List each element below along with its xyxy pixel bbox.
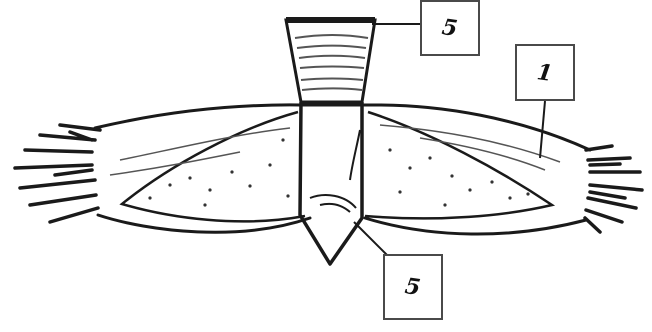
callout-box-bottom: 5 (383, 254, 443, 320)
callout-box-top: 5 (420, 0, 480, 56)
right-feather-tips (585, 146, 642, 232)
wing-bottom-outline (98, 215, 586, 234)
callout-label-bottom: 5 (404, 273, 423, 301)
wing-top-outline (95, 105, 590, 150)
body-fold (310, 195, 356, 212)
inner-wing-left (122, 112, 305, 221)
inner-wing-right (365, 112, 552, 218)
left-feather-tips (15, 125, 100, 222)
body-outline (300, 102, 362, 264)
callout-box-right: 1 (515, 44, 575, 101)
body-spine (350, 130, 360, 180)
callout-label-top: 5 (441, 14, 460, 42)
callout-label-right: 1 (536, 59, 555, 87)
leader-bottom (354, 222, 387, 255)
